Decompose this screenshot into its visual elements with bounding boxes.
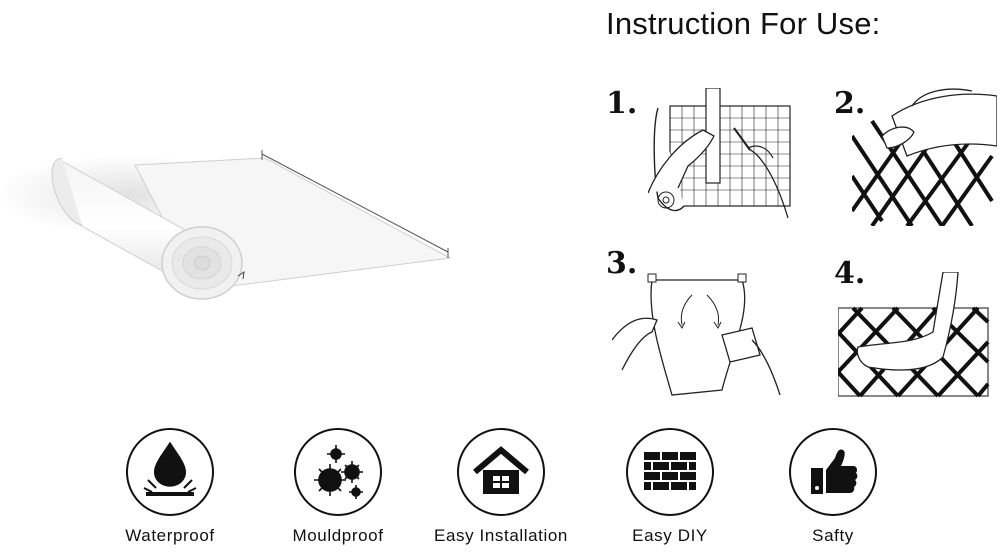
film-roll-illustration [0, 150, 452, 300]
step-1-number: 1. [606, 86, 638, 121]
feature-label-easy-diy: Easy DIY [632, 526, 708, 545]
instructions-title: Instruction For Use: [606, 6, 881, 41]
step-2-number: 2. [834, 86, 866, 121]
step-3-apply-illustration [612, 273, 781, 396]
feature-label-safety: Safty [812, 526, 854, 545]
feature-safety: Safty [743, 428, 923, 548]
feature-label-mouldproof: Mouldproof [292, 526, 384, 545]
mould-spores-icon [314, 445, 363, 499]
step-4-number: 4. [834, 256, 866, 291]
house-icon [473, 446, 529, 494]
step-1-measure-cut-illustration [648, 88, 791, 219]
step-3-number: 3. [606, 246, 638, 281]
step-4-finish-illustration [838, 272, 990, 398]
feature-label-easy-installation: Easy Installation [434, 526, 568, 545]
feature-easy-installation: Easy Installation [411, 428, 591, 548]
step-2-peel-illustration [852, 88, 997, 226]
brick-wall-icon [644, 452, 696, 490]
feature-label-waterproof: Waterproof [125, 526, 215, 545]
thumbs-up-icon [811, 449, 858, 494]
water-drop-icon [143, 442, 197, 496]
feature-easy-diy: Easy DIY [580, 428, 760, 548]
feature-waterproof: Waterproof [80, 428, 260, 548]
feature-mouldproof: Mouldproof [248, 428, 428, 548]
